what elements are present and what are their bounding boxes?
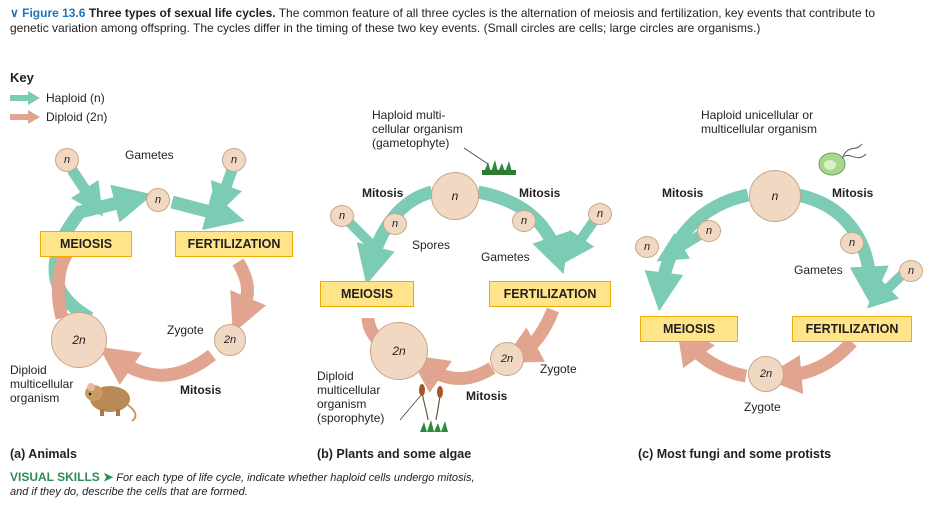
fungi-subtitle: (c) Most fungi and some protists xyxy=(638,447,832,461)
plants-gametophyte-organism: n xyxy=(431,172,479,220)
animals-zygote-cell: 2n xyxy=(214,324,246,356)
animals-subtitle: (a) Animals xyxy=(10,447,77,461)
haploid-arrow-icon xyxy=(10,90,40,105)
plants-zygote-cell: 2n xyxy=(490,342,524,376)
animals-gamete-arrow-right xyxy=(210,168,242,217)
visual-skills: VISUAL SKILLS ➤ For each type of life cy… xyxy=(10,470,610,499)
plants-zygote-label: Zygote xyxy=(540,362,577,376)
fungi-mitosis-right-label: Mitosis xyxy=(832,186,874,200)
fungi-mitosis-left-arc xyxy=(644,188,750,312)
plants-fertilization-box: FERTILIZATION xyxy=(489,281,611,307)
plants-mitosis-bottom-arrow xyxy=(408,354,496,393)
fungi-fertilization-box: FERTILIZATION xyxy=(792,316,912,342)
animals-zygote-label: Zygote xyxy=(167,323,204,337)
fungi-mitosis-right-arc xyxy=(796,188,889,306)
fungi-meiosis-box: MEIOSIS xyxy=(640,316,738,342)
fungi-spore-cell-lower: n xyxy=(635,236,659,258)
animals-mitosis-arrow xyxy=(98,346,216,385)
plants-sporophyte-organism: 2n xyxy=(370,322,428,380)
protist-icon xyxy=(818,143,867,176)
fungi-haploid-organism: n xyxy=(749,170,801,222)
plants-spores-label: Spores xyxy=(412,238,451,252)
key-legend: Key Haploid (n) Diploid (2n) xyxy=(10,70,107,126)
plants-gamete-cell-left: n xyxy=(512,210,536,232)
plants-spore-cell-right: n xyxy=(383,213,407,235)
animals-gamete-arrow-left xyxy=(67,166,103,217)
figure-caption-text: The common feature of all three cycles i… xyxy=(10,6,876,35)
fungi-gamete-cell-left: n xyxy=(840,232,864,254)
animals-zygote-arrow xyxy=(230,258,267,334)
visual-skills-heading: VISUAL SKILLS ➤ xyxy=(10,470,114,484)
figure-caption: ∨ Figure 13.6 Three types of sexual life… xyxy=(10,6,910,36)
figure-number: ∨ Figure 13.6 xyxy=(10,6,86,20)
animals-gametes-label: Gametes xyxy=(125,148,174,162)
fungi-cycle-arrows xyxy=(644,188,909,395)
plants-zygote-arrow xyxy=(501,307,560,364)
plants-sporophyte-label: Diploid multicellular organism (sporophy… xyxy=(317,369,385,425)
fungi-mitosis-left-label: Mitosis xyxy=(662,186,704,200)
key-diploid: Diploid (2n) xyxy=(10,107,107,126)
fungi-gamete-cell-right: n xyxy=(899,260,923,282)
animals-cycle-arrows xyxy=(48,166,267,385)
plants-spore-cell-left: n xyxy=(330,205,354,227)
visual-skills-text-line1: For each type of life cycle, indicate wh… xyxy=(116,472,475,484)
visual-skills-text-line2: and if they do, describe the cells that … xyxy=(10,486,248,498)
animals-mitosis-label: Mitosis xyxy=(180,383,222,397)
animals-gamete-cell-right: n xyxy=(222,148,246,172)
sporophyte-plant-icon xyxy=(400,384,448,432)
plants-gamete-cell-right: n xyxy=(588,203,612,225)
plants-subtitle: (b) Plants and some algae xyxy=(317,447,472,461)
plants-gametes-label: Gametes xyxy=(481,250,530,264)
animals-gamete-cell-left: n xyxy=(55,148,79,172)
mouse-icon xyxy=(85,383,137,422)
figure-title: Three types of sexual life cycles. xyxy=(88,6,276,20)
plants-mitosis-right-label: Mitosis xyxy=(519,186,561,200)
animals-gamete-cell-center: n xyxy=(146,188,170,212)
fungi-fertilization-arrow xyxy=(762,337,857,395)
diploid-arrow-icon xyxy=(10,109,40,124)
animals-meiosis-box: MEIOSIS xyxy=(40,231,132,257)
fungi-zygote-label: Zygote xyxy=(744,400,781,414)
plants-mitosis-bottom-label: Mitosis xyxy=(466,389,508,403)
fungi-spore-cell-upper: n xyxy=(697,220,721,242)
animals-diploid-organism-label: Diploid multicellular organism xyxy=(10,363,74,405)
plants-gametophyte-label: Haploid multi- cellular organism (gameto… xyxy=(372,108,463,150)
fungi-gametes-label: Gametes xyxy=(794,263,843,277)
fungi-haploid-organism-label: Haploid unicellular or multicellular org… xyxy=(701,108,818,136)
fungi-meiosis-arrow xyxy=(676,324,748,383)
plants-mitosis-left-label: Mitosis xyxy=(362,186,404,200)
animals-fertilization-arc xyxy=(170,192,245,230)
gametophyte-moss-icon xyxy=(463,147,516,175)
fungi-zygote-cell: 2n xyxy=(748,356,784,392)
animals-diploid-organism: 2n xyxy=(51,312,107,368)
key-title: Key xyxy=(10,70,34,85)
key-haploid: Haploid (n) xyxy=(10,88,107,107)
plants-meiosis-box: MEIOSIS xyxy=(320,281,414,307)
animals-fertilization-box: FERTILIZATION xyxy=(175,231,293,257)
